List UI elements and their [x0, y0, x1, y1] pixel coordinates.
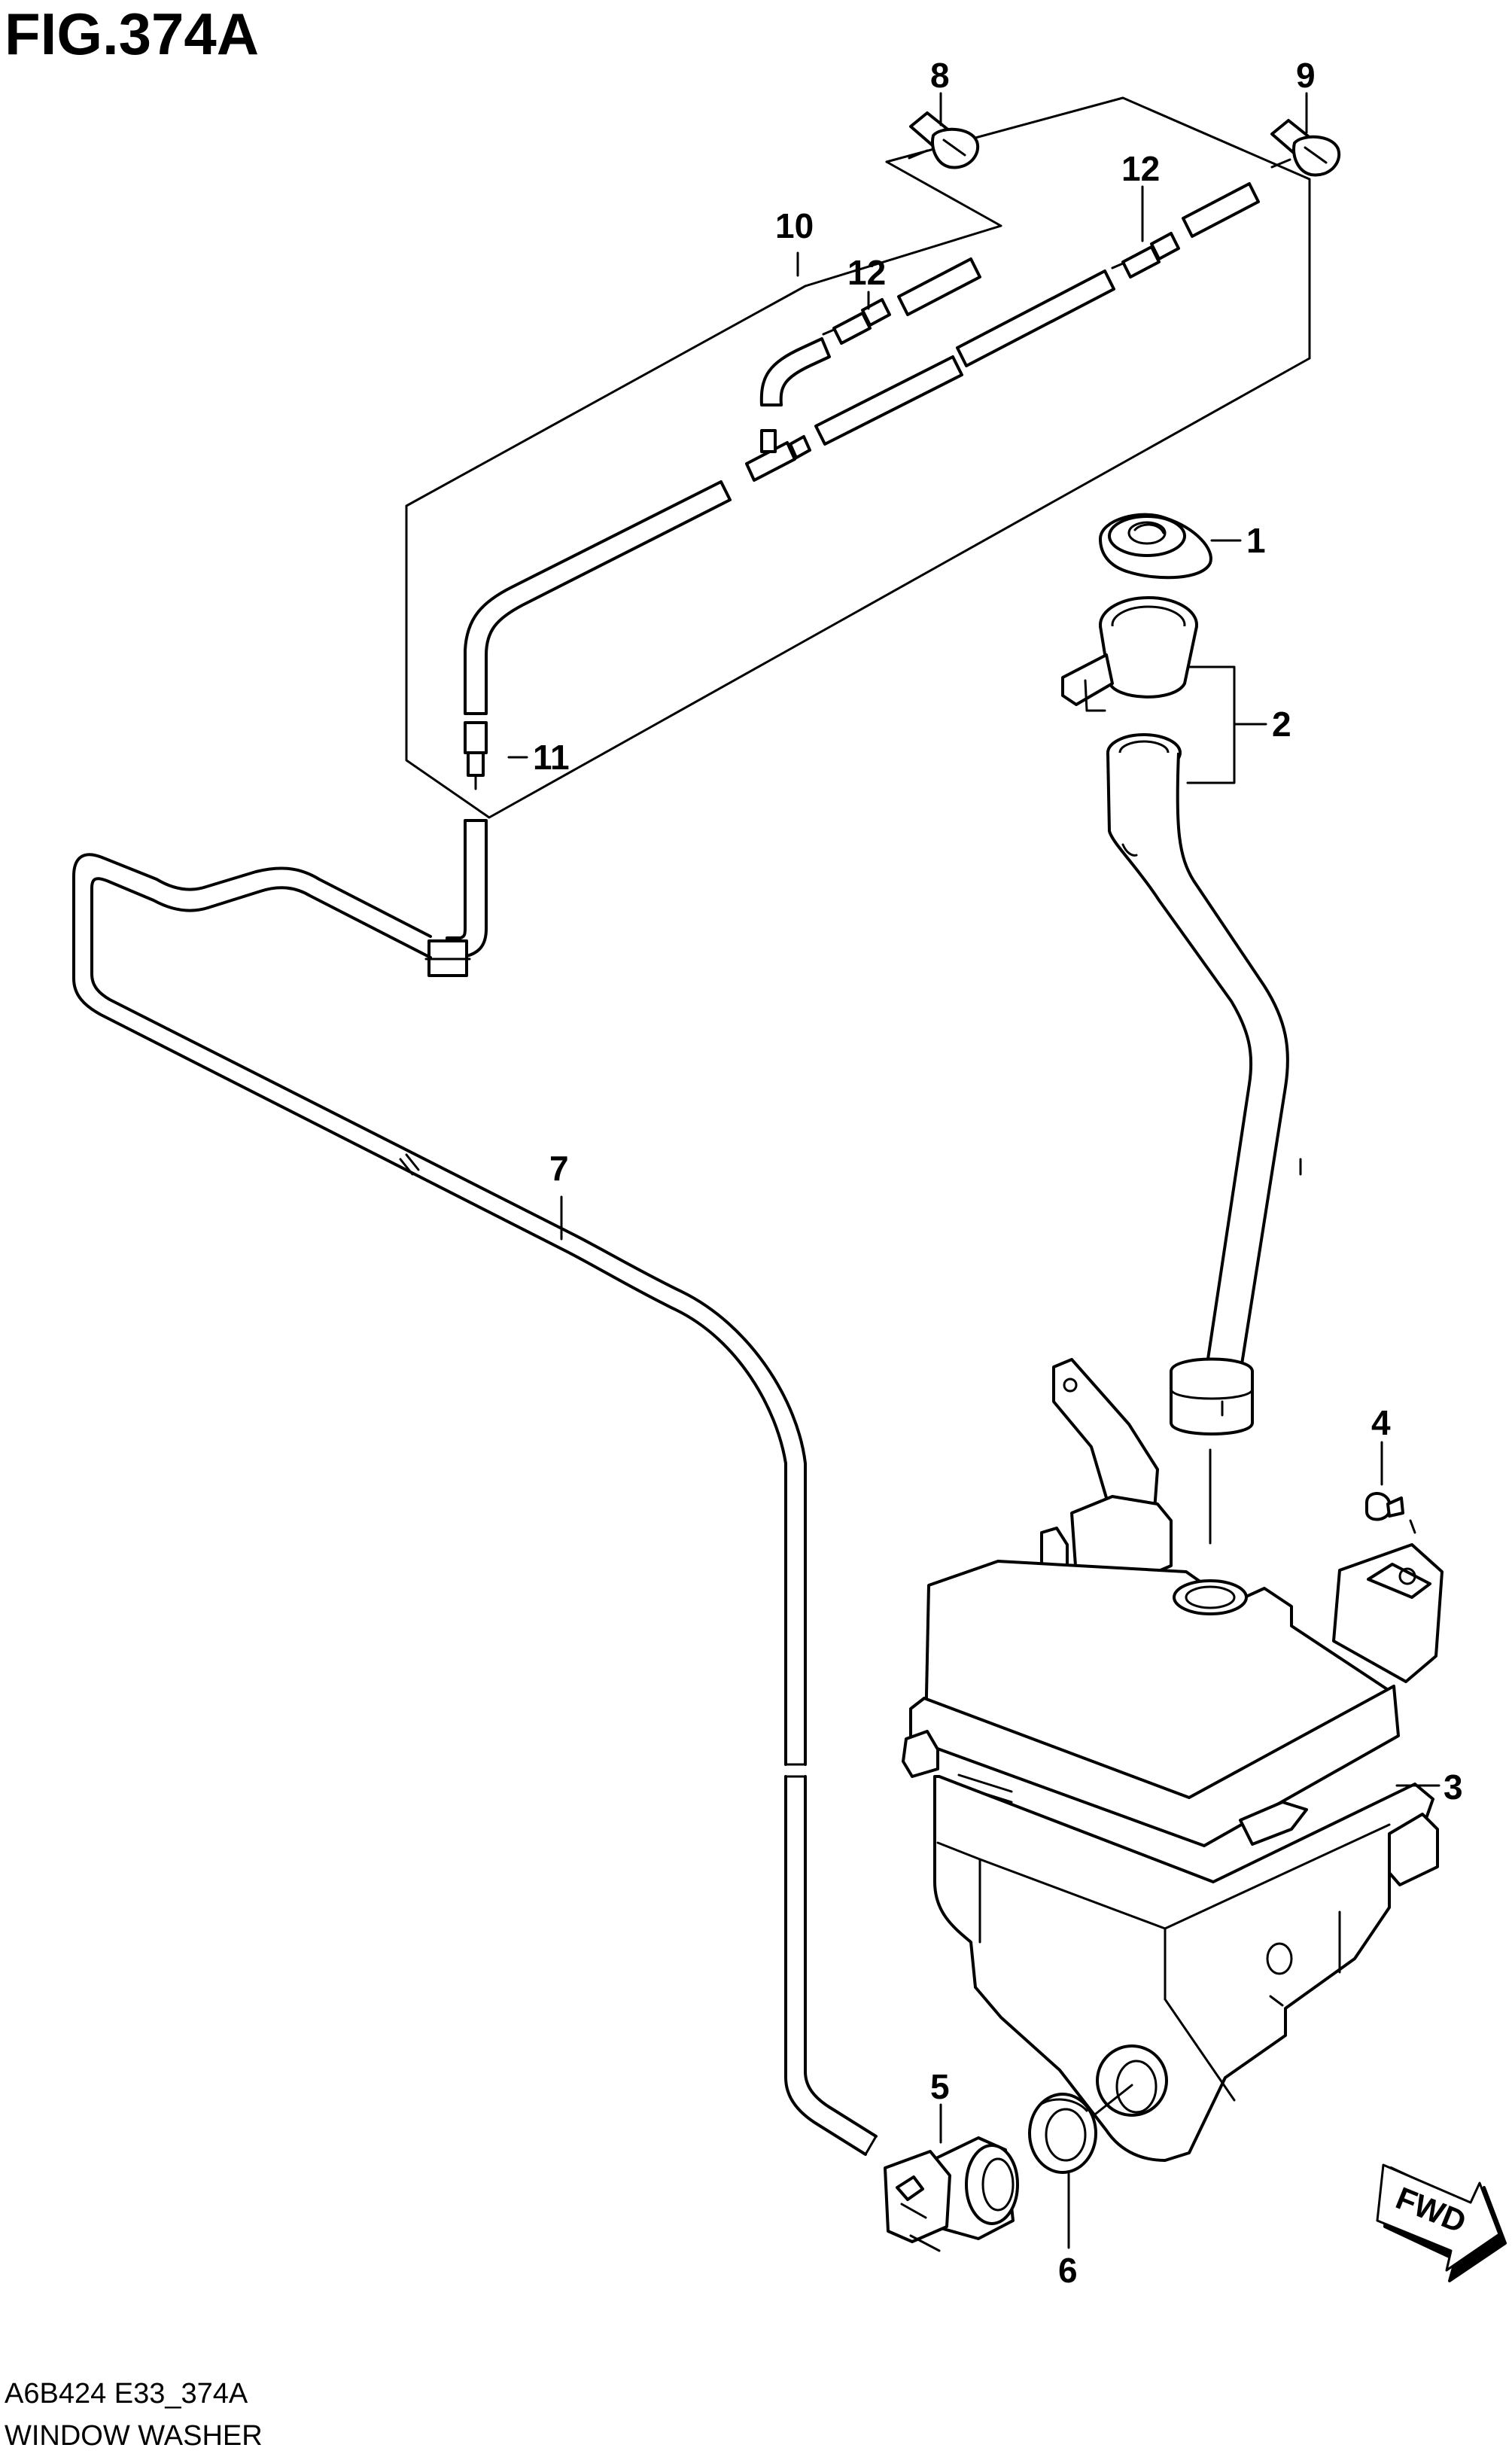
filler-cap[interactable]: [1099, 513, 1242, 580]
pump-grommet[interactable]: [1028, 2084, 1133, 2249]
washer-pump[interactable]: [884, 2103, 1019, 2252]
callout-2: 2: [1272, 705, 1291, 744]
washer-hose-main[interactable]: [72, 819, 878, 2156]
forward-direction-arrow: FWD: [1376, 2163, 1507, 2282]
callout-7: 7: [549, 1149, 569, 1188]
callout-6: 6: [1058, 2251, 1078, 2290]
callout-4: 4: [1371, 1403, 1391, 1442]
callout-1: 1: [1246, 521, 1266, 560]
callout-5: 5: [930, 2067, 950, 2106]
leader-2: [1186, 665, 1267, 784]
figure-title: FIG.374A: [5, 1, 259, 67]
figure-code: A6B424 E33_374A: [5, 2378, 248, 2410]
washer-nozzle-left[interactable]: [908, 111, 980, 169]
callout-12-right: 12: [1121, 149, 1160, 188]
washer-nozzle-right[interactable]: [1270, 119, 1341, 177]
nozzle-hoses: [464, 182, 1260, 715]
callout-8: 8: [930, 56, 950, 95]
callout-10: 10: [775, 206, 814, 245]
callout-12-middle: 12: [847, 253, 886, 292]
figure-name: WINDOW WASHER: [5, 2420, 263, 2452]
leader-lines-upper: [507, 92, 1308, 759]
hose-joint-lower[interactable]: [464, 721, 488, 790]
hose-joint-right[interactable]: [1111, 232, 1180, 279]
hose-t-joint[interactable]: [745, 429, 811, 482]
tank-bolt[interactable]: [1365, 1441, 1416, 1534]
filler-neck[interactable]: [1061, 596, 1302, 1545]
hose-kit-frame: [405, 96, 1311, 819]
hose-joint-middle[interactable]: [822, 298, 891, 345]
callout-3: 3: [1444, 1767, 1463, 1807]
washer-tank[interactable]: [902, 1358, 1444, 2162]
callout-9: 9: [1296, 56, 1316, 95]
callout-11: 11: [533, 738, 570, 777]
